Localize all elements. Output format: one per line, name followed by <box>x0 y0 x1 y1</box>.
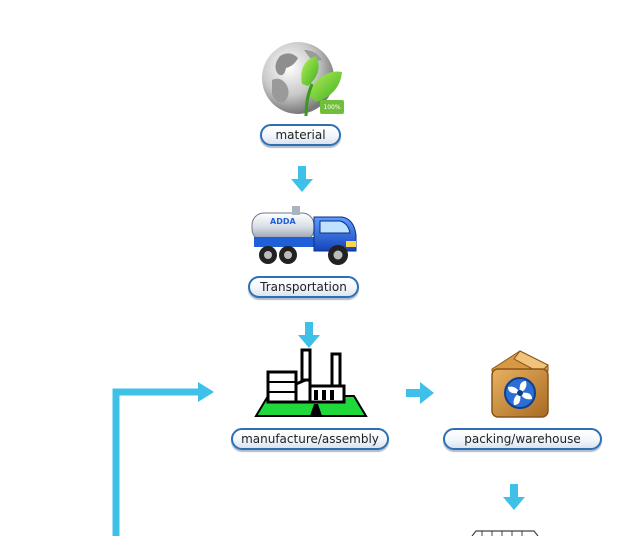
packing-label: packing/warehouse <box>443 428 602 450</box>
svg-text:100%: 100% <box>323 104 340 111</box>
manufacture-label: manufacture/assembly <box>231 428 389 450</box>
return-arrow-to-manufacture <box>112 380 216 536</box>
arrow-manufacture-to-packing <box>406 382 434 404</box>
tanker-truck-icon: ADDA <box>250 203 360 269</box>
next-node-icon-partial <box>470 530 540 536</box>
material-label: material <box>260 124 341 146</box>
factory-icon <box>254 348 368 418</box>
truck-brand: ADDA <box>270 217 296 226</box>
transportation-label: Transportation <box>248 276 359 298</box>
arrow-transportation-to-manufacture <box>298 322 320 348</box>
box-fan-icon <box>486 349 556 421</box>
arrow-packing-down <box>503 484 525 510</box>
arrow-material-to-transportation <box>291 166 313 192</box>
globe-leaf-icon: 100% <box>258 36 354 120</box>
